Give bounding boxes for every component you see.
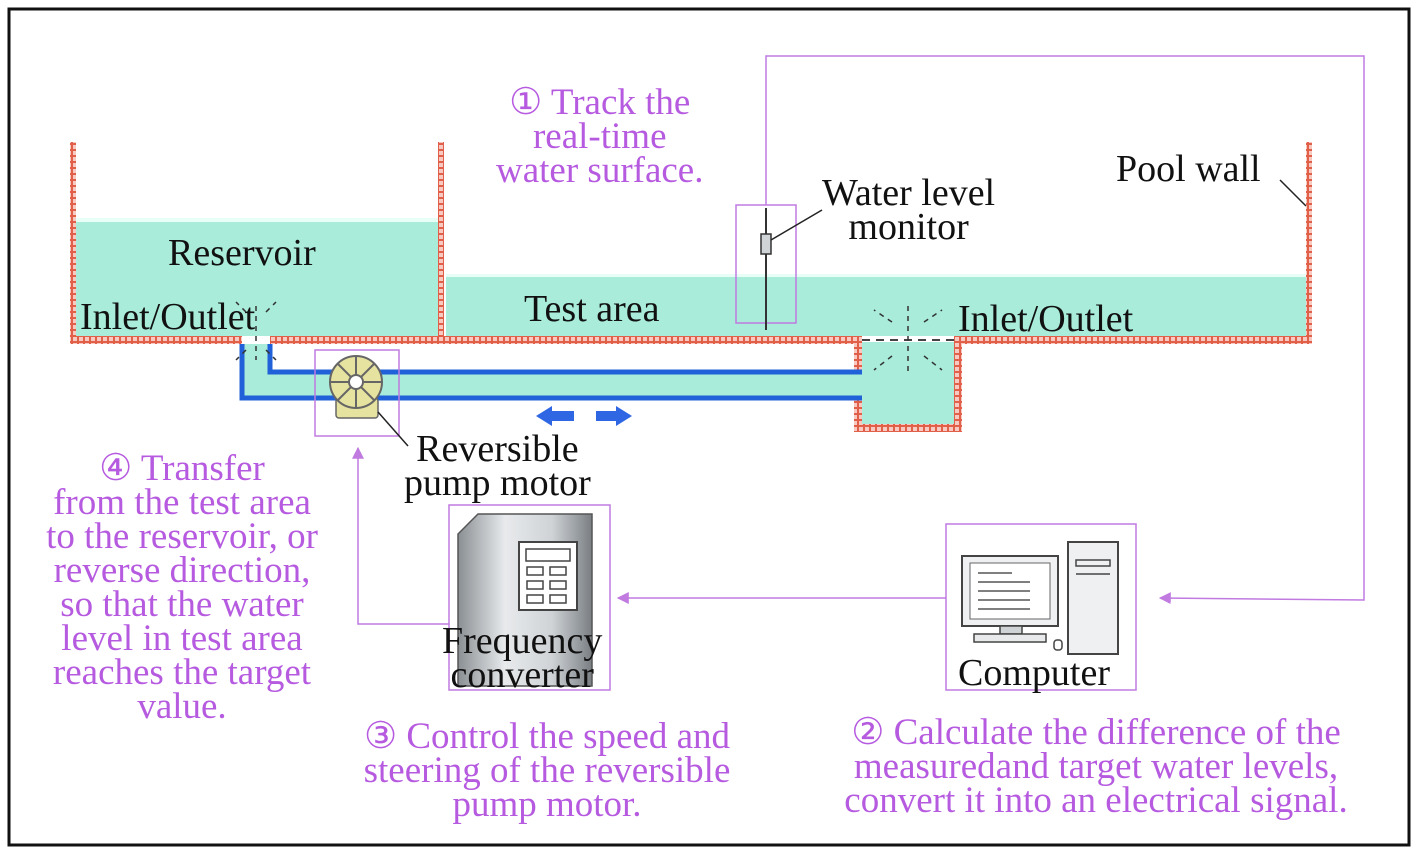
pump-icon (329, 355, 383, 419)
bidirectional-arrow-icon (536, 406, 632, 426)
converter-box (448, 504, 611, 691)
step4-line-8: value. (137, 686, 227, 727)
step3-line-3: pump motor. (452, 784, 642, 825)
water-level-monitor-line-2: monitor (848, 206, 969, 248)
water-level-monitor-label: Water level monitor (822, 172, 996, 248)
reservoir-label: Reservoir (168, 232, 316, 274)
step1-annotation: ① Track the real-time water surface. (496, 82, 704, 191)
step4-line-3: to the reservoir, or (46, 516, 318, 557)
inlet-outlet-left-label: Inlet/Outlet (80, 296, 256, 338)
step3-line-1: ③ Control the speed and (363, 716, 731, 757)
sump-water (862, 342, 954, 424)
step2-line-2: measuredand target water levels, (853, 746, 1339, 787)
step4-line-6: level in test area (61, 618, 303, 659)
monitor-sensor-icon (760, 233, 772, 255)
step1-line-1: ① Track the (509, 82, 691, 123)
step4-annotation: ④ Transfer from the test area to the res… (16, 448, 348, 727)
step4-line-2: from the test area (53, 482, 311, 523)
inlet-outlet-right-label: Inlet/Outlet (958, 298, 1134, 340)
computer-box (945, 523, 1137, 691)
pump-motor-line-2: pump motor (404, 462, 591, 504)
computer-icon (961, 541, 1119, 655)
pump-box (314, 349, 400, 437)
step3-annotation: ③ Control the speed and steering of the … (326, 716, 768, 825)
pump-motor-line-1: Reversible (416, 428, 579, 470)
step3-line-2: steering of the reversible (363, 750, 731, 791)
step4-line-4: reverse direction, (53, 550, 311, 591)
test-area-label: Test area (524, 288, 660, 330)
reservoir-water (76, 218, 440, 336)
inlet-outlet-right-marks (873, 306, 943, 376)
step4-line-7: reaches the target (52, 652, 312, 693)
signal-line-monitor-to-computer (765, 55, 1365, 605)
computer-label: Computer (958, 652, 1110, 694)
test-area-water (446, 274, 1306, 336)
step2-line-3: convert it into an electrical signal. (844, 780, 1348, 821)
step4-line-1: ④ Transfer (99, 448, 265, 489)
frequency-converter-label: Frequency converter (442, 620, 603, 696)
step2-annotation: ② Calculate the difference of the measur… (796, 712, 1396, 821)
frequency-converter-icon (457, 513, 593, 687)
frequency-converter-line-2: converter (450, 654, 594, 696)
outer-frame (7, 7, 1411, 847)
step4-line-5: so that the water (60, 584, 304, 625)
step2-line-1: ② Calculate the difference of the (851, 712, 1341, 753)
inlet-outlet-left-marks (235, 301, 277, 361)
frequency-converter-line-1: Frequency (442, 620, 603, 662)
step1-line-3: water surface. (496, 150, 704, 191)
water-level-monitor-line-1: Water level (822, 172, 996, 214)
signal-line-converter-to-pump (352, 446, 449, 625)
pool-wall-label: Pool wall (1116, 148, 1261, 190)
step1-line-2: real-time (532, 116, 667, 157)
pump-motor-label: Reversible pump motor (404, 428, 591, 504)
